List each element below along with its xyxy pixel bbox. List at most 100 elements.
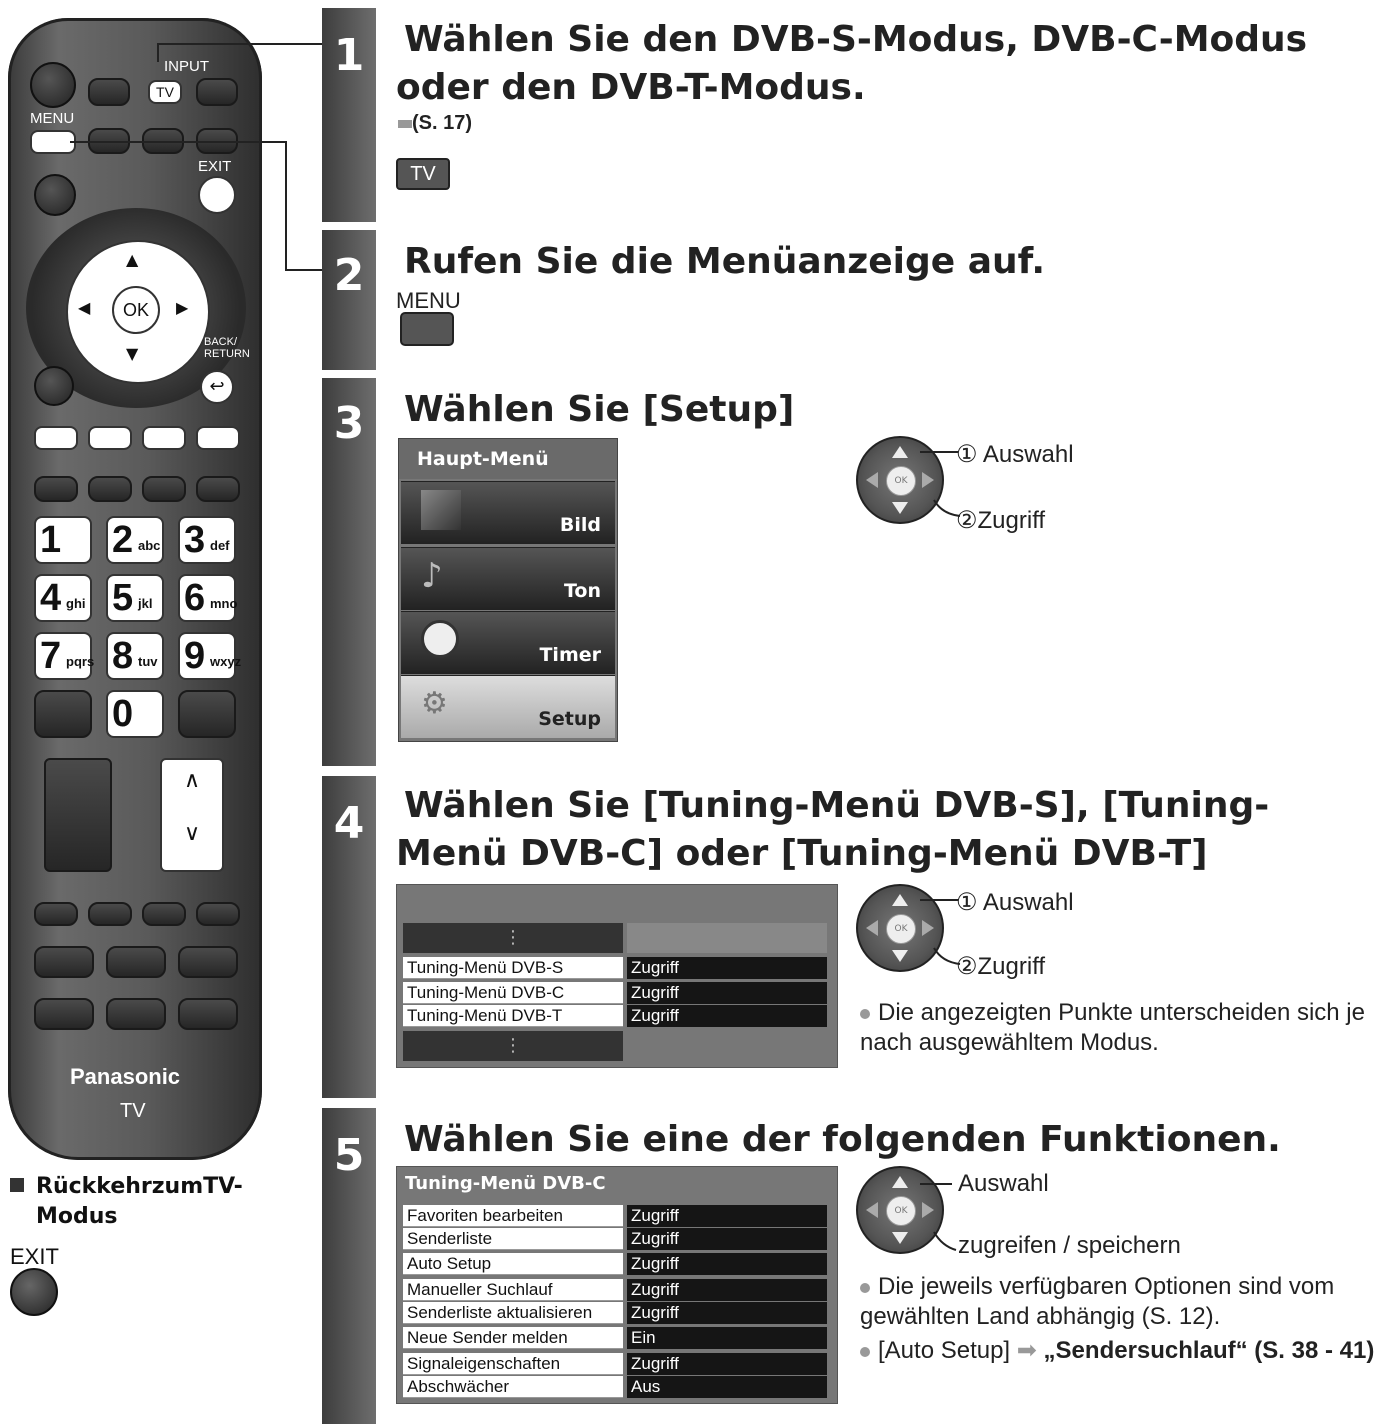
connector-input — [157, 43, 322, 62]
return-icon[interactable]: ↩ — [200, 370, 234, 404]
input-label: INPUT — [164, 58, 209, 75]
select-label: Auswahl — [958, 1170, 1049, 1197]
menu-item-bild[interactable]: Bild — [401, 481, 615, 544]
remote-button[interactable] — [88, 78, 130, 106]
step-bar-1: 1 — [322, 8, 376, 222]
back-return-label: BACK/ RETURN — [204, 336, 250, 360]
menu-item-timer[interactable]: Timer — [401, 611, 615, 674]
remote-button[interactable] — [106, 998, 166, 1030]
dvbc-note-1: Die jeweils verfügbaren Optionen sind vo… — [860, 1273, 1335, 1330]
callout-lines — [920, 451, 961, 517]
navigation-ring-icon: OK — [856, 1166, 944, 1254]
remote-button[interactable] — [196, 476, 240, 502]
arrow-right-icon: ➡ — [1016, 1337, 1037, 1364]
remote-button[interactable] — [34, 902, 78, 926]
remote-button[interactable] — [106, 946, 166, 978]
remote-button[interactable] — [34, 690, 92, 738]
brand-logo: Panasonic — [70, 1064, 181, 1089]
arrow-down-icon[interactable]: ▼ — [126, 344, 139, 363]
tv-button[interactable]: TV — [396, 158, 450, 190]
exit-button[interactable] — [10, 1268, 58, 1316]
side-exit-label: EXIT — [10, 1244, 59, 1269]
color-button[interactable] — [142, 426, 186, 450]
color-button[interactable] — [88, 426, 132, 450]
remote-button[interactable] — [34, 476, 78, 502]
connector-lines — [70, 43, 322, 271]
channel-rocker[interactable]: ∧ ∨ — [160, 758, 224, 872]
navigation-ring-icon: OK — [856, 884, 944, 972]
chevron-up-icon[interactable]: ∧ — [183, 768, 201, 793]
step-bar-2: 2 — [322, 230, 376, 370]
remote-button[interactable] — [178, 946, 238, 978]
arrow-right-icon[interactable]: ▶ — [176, 298, 189, 317]
remote-button[interactable] — [142, 476, 186, 502]
step-bar-4: 4 — [322, 776, 376, 1098]
tv-button[interactable]: TV — [148, 80, 182, 104]
bullet-dot-icon — [860, 1282, 870, 1293]
menu-label: MENU — [30, 110, 75, 127]
dvbc-note-2: [Auto Setup] ➡ „Sendersuchlauf“ (S. 38 -… — [860, 1336, 1374, 1366]
access-label: ②Zugriff — [956, 507, 1046, 534]
number-button-1[interactable]: 1 — [34, 516, 92, 564]
remote-button[interactable] — [196, 78, 238, 106]
step-1-ref: (S. 17) — [412, 112, 473, 134]
volume-rocker[interactable] — [44, 758, 112, 872]
step-bar-3: 3 — [322, 378, 376, 766]
picture-icon — [421, 490, 461, 530]
side-heading: RückkehrzumTV-Modus — [36, 1174, 243, 1229]
remote-button[interactable] — [142, 902, 186, 926]
remote-button[interactable] — [178, 690, 236, 738]
remote-control: INPUT TV MENU EXIT OK ▲ ▼ ◀ ▶ BACK/ RETU… — [8, 18, 262, 1160]
remote-round-button[interactable] — [34, 366, 74, 406]
menu-item-setup[interactable]: ⚙ Setup — [401, 675, 615, 738]
remote-button[interactable] — [88, 476, 132, 502]
more-indicator-fill — [627, 923, 827, 953]
select-label: ① Auswahl — [956, 441, 1074, 468]
power-button[interactable] — [30, 62, 76, 108]
callout-lines — [920, 899, 961, 965]
more-indicator: ⋮ — [403, 1031, 623, 1061]
main-menu-title: Haupt-Menü — [399, 439, 617, 479]
step-5-title: Wählen Sie eine der folgenden Funktionen… — [404, 1119, 1281, 1160]
remote-button[interactable] — [178, 998, 238, 1030]
step-bar-5: 5 — [322, 1108, 376, 1424]
color-button[interactable] — [34, 426, 78, 450]
color-button[interactable] — [196, 426, 240, 450]
remote-button[interactable] — [88, 902, 132, 926]
chevron-down-icon[interactable]: ∨ — [183, 821, 201, 846]
arrow-up-icon[interactable]: ▲ — [126, 250, 139, 269]
remote-button[interactable] — [34, 998, 94, 1030]
remote-button[interactable] — [34, 946, 94, 978]
exit-button[interactable] — [198, 176, 236, 214]
bullet-dot-icon — [860, 1346, 870, 1357]
exit-label: EXIT — [198, 158, 232, 175]
save-label: zugreifen / speichern — [958, 1232, 1181, 1259]
ok-button[interactable]: OK — [112, 286, 160, 334]
connector-menu — [70, 141, 322, 271]
step-3-title: Wählen Sie [Setup] — [404, 389, 795, 430]
main-menu-screen: Haupt-Menü Bild ♪ Ton Timer ⚙ Setup — [398, 438, 618, 742]
dvbc-menu-title: Tuning-Menü DVB-C — [405, 1173, 606, 1194]
tuning-note: Die angezeigten Punkte unterscheiden sic… — [860, 999, 1365, 1056]
remote-button[interactable] — [196, 902, 240, 926]
menu-button[interactable] — [400, 312, 454, 346]
step-1-title: Wählen Sie den DVB-S-Modus, DVB-C-Modus … — [396, 19, 1308, 108]
remote-round-button[interactable] — [34, 174, 76, 216]
bullet-dot-icon — [860, 1008, 870, 1019]
menu-item-ton[interactable]: ♪ Ton — [401, 547, 615, 610]
number-button-0[interactable]: 0 — [106, 690, 164, 738]
step-4-title: Wählen Sie [Tuning-Menü DVB-S], [Tuning-… — [396, 785, 1270, 874]
callout-lines — [920, 1183, 957, 1251]
setup-icon: ⚙ — [421, 686, 448, 721]
arrow-left-icon[interactable]: ◀ — [78, 298, 91, 317]
